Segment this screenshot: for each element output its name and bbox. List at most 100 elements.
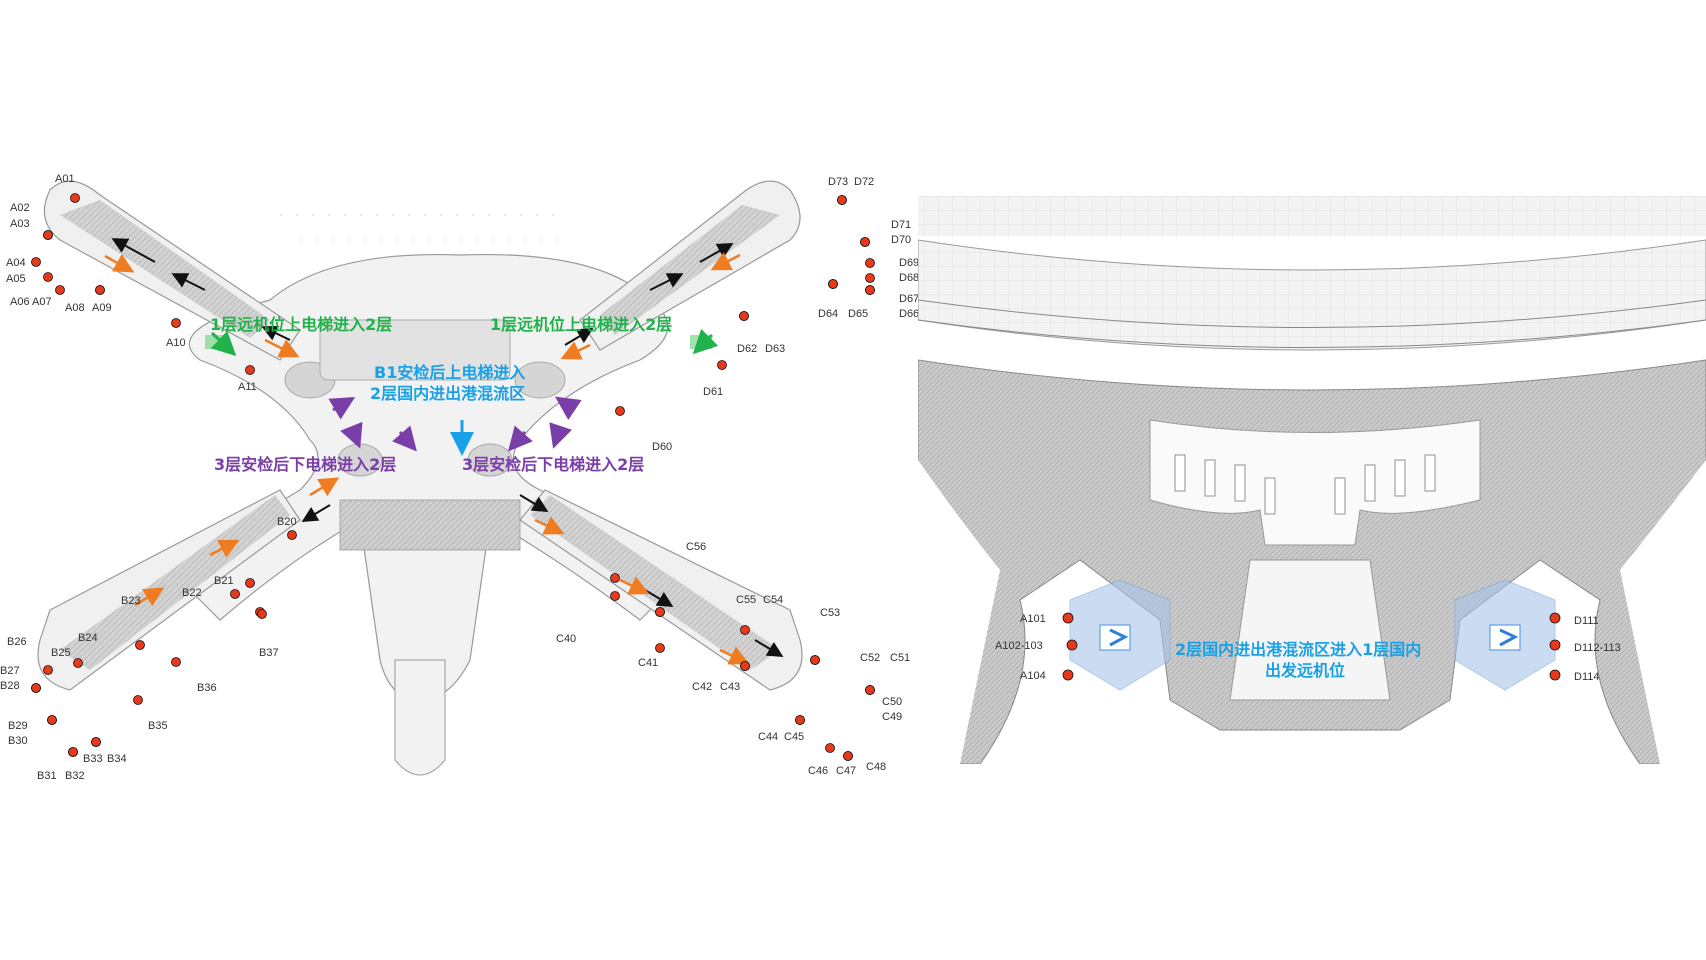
gate-c41: C41 bbox=[638, 643, 665, 669]
gate-marker bbox=[843, 751, 853, 761]
gate-c53: C53 bbox=[740, 607, 840, 635]
gate-b25: B25 bbox=[51, 647, 83, 668]
gate-a03: A03 bbox=[10, 218, 53, 240]
gate-d60: D60 bbox=[615, 406, 672, 453]
gate-label: C42 bbox=[692, 681, 712, 693]
gate-marker bbox=[1066, 639, 1078, 651]
gate-marker bbox=[287, 530, 297, 540]
gate-marker bbox=[70, 193, 80, 203]
gate-c42: C42 bbox=[692, 661, 750, 693]
gate-label: C55 bbox=[736, 594, 756, 606]
gate-d111: D111 bbox=[1549, 612, 1599, 627]
gate-marker bbox=[245, 578, 255, 588]
gate-marker bbox=[865, 285, 875, 295]
gate-label: D66 bbox=[899, 308, 919, 320]
gate-marker bbox=[739, 311, 749, 321]
gate-marker bbox=[257, 609, 267, 619]
gate-marker bbox=[865, 258, 875, 268]
flow-arrows bbox=[104, 238, 784, 665]
gate-b36: B36 bbox=[171, 657, 217, 694]
gate-b32: B32 bbox=[65, 747, 85, 782]
gate-label: A101 bbox=[1020, 613, 1046, 625]
gate-label: B23 bbox=[121, 595, 141, 607]
gate-label: A02 bbox=[10, 202, 30, 214]
gate-marker bbox=[865, 273, 875, 283]
gate-label: B32 bbox=[65, 770, 85, 782]
gate-d69: D69 bbox=[865, 257, 919, 269]
gate-a01: A01 bbox=[55, 173, 80, 203]
gate-marker bbox=[1062, 669, 1074, 681]
gate-marker bbox=[43, 665, 53, 675]
gate-marker bbox=[73, 658, 83, 668]
gate-b22: B22 bbox=[182, 587, 240, 599]
gate-label: D67 bbox=[899, 293, 919, 305]
gate-label: D112-113 bbox=[1574, 642, 1621, 654]
gate-c40: C40 bbox=[556, 591, 620, 645]
gate-label: B30 bbox=[8, 735, 28, 747]
gate-marker bbox=[68, 747, 78, 757]
gate-label: B24 bbox=[78, 632, 98, 644]
terminal-building-left bbox=[37, 180, 803, 776]
gate-marker bbox=[1062, 612, 1074, 624]
gate-marker bbox=[655, 607, 665, 617]
gate-label: D70 bbox=[891, 234, 911, 246]
note-upper-right: 1层远机位上电梯进入2层 bbox=[490, 315, 672, 334]
gate-marker bbox=[615, 406, 625, 416]
gate-c51: C51 bbox=[810, 652, 910, 665]
gate-label: C40 bbox=[556, 633, 576, 645]
gate-marker bbox=[1549, 669, 1561, 681]
gate-a05: A05 bbox=[6, 272, 53, 285]
right-note-line2: 出发远机位 bbox=[1265, 661, 1345, 680]
gate-label: A05 bbox=[6, 273, 26, 285]
gate-c44: C44 bbox=[758, 715, 805, 743]
gate-label: C51 bbox=[890, 652, 910, 664]
gate-label: B36 bbox=[197, 682, 217, 694]
gate-label: A10 bbox=[166, 337, 186, 349]
gate-marker bbox=[95, 285, 105, 295]
gate-label: B31 bbox=[37, 770, 57, 782]
gate-a104: A104 bbox=[1020, 669, 1074, 682]
right-map-body bbox=[918, 196, 1706, 764]
gate-a102-103: A102-103 bbox=[995, 639, 1078, 652]
gate-marker bbox=[717, 360, 727, 370]
gate-label: B29 bbox=[8, 720, 28, 732]
gate-label: C44 bbox=[758, 731, 778, 743]
gate-label: B34 bbox=[107, 753, 127, 765]
gate-marker bbox=[230, 589, 240, 599]
gate-label: D61 bbox=[703, 386, 723, 398]
gate-marker bbox=[610, 573, 620, 583]
gate-marker bbox=[245, 365, 255, 375]
gate-marker bbox=[828, 279, 838, 289]
gate-label: D62 bbox=[737, 343, 757, 355]
gate-b35: B35 bbox=[133, 695, 168, 732]
note-arrows bbox=[205, 328, 719, 456]
gate-marker bbox=[610, 591, 620, 601]
note-center-line1: B1安检后上电梯进入 bbox=[374, 363, 525, 382]
gate-label: A04 bbox=[6, 257, 26, 269]
gate-marker bbox=[860, 237, 870, 247]
gate-a09: A09 bbox=[92, 285, 112, 314]
gate-b28: B28 bbox=[0, 680, 41, 693]
gate-d72: D72 bbox=[837, 176, 874, 205]
gate-label: C54 bbox=[763, 594, 783, 606]
gate-label: B35 bbox=[148, 720, 168, 732]
gate-a101: A101 bbox=[1020, 612, 1074, 625]
gate-a11: A11 bbox=[238, 365, 257, 393]
gate-d61: D61 bbox=[703, 360, 727, 398]
gate-marker bbox=[740, 625, 750, 635]
gate-marker bbox=[171, 318, 181, 328]
right-note-line1: 2层国内进出港混流区进入1层国内 bbox=[1175, 640, 1421, 659]
gate-label: A03 bbox=[10, 218, 30, 230]
gate-marker bbox=[47, 715, 57, 725]
gate-marker bbox=[837, 195, 847, 205]
gate-label: D71 bbox=[891, 219, 911, 231]
gate-marker bbox=[43, 272, 53, 282]
gate-d63: D63 bbox=[739, 311, 785, 355]
gate-marker bbox=[91, 737, 101, 747]
gate-label: A08 bbox=[65, 302, 85, 314]
gate-marker bbox=[171, 657, 181, 667]
